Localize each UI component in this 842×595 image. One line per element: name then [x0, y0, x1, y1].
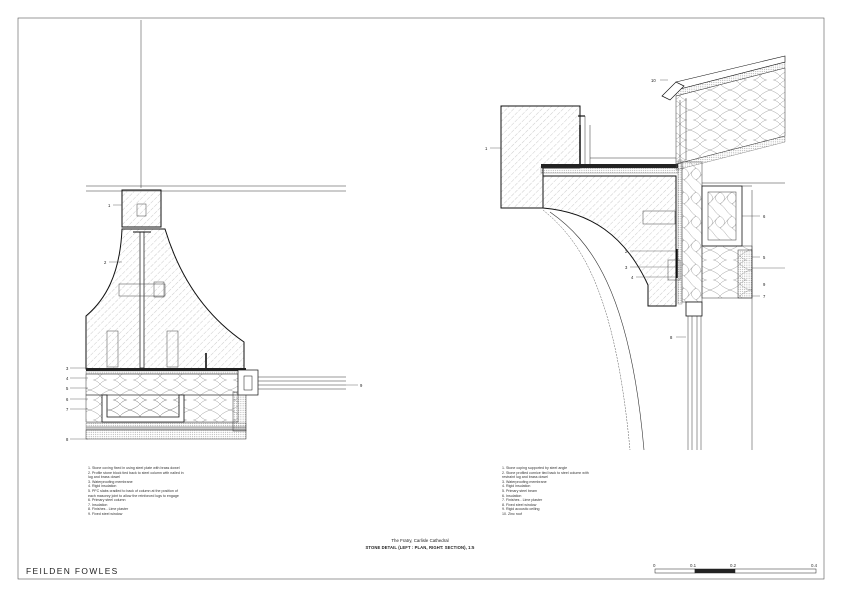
project-title: The Fratry, Carlisle Cathedral	[391, 538, 449, 543]
plan-note: 4. Rigid insulation	[88, 484, 117, 489]
plan-label-6: 6	[66, 397, 69, 402]
section-note: restraint lug and brass dowel	[502, 475, 548, 480]
section-note: 2. Stone profiled cornice tied back to s…	[502, 470, 589, 475]
scale-bar	[654, 568, 817, 574]
plan-label-8: 8	[66, 437, 69, 442]
section-detail	[490, 55, 786, 451]
title-block: The Fratry, Carlisle Cathedral STONE DET…	[300, 537, 540, 551]
plan-note: 2. Profile stone block tied back to stee…	[88, 470, 184, 475]
section-note: 1. Stone coping supported by steel angle	[502, 466, 568, 470]
plan-note: 6. Primary steel column	[88, 498, 126, 503]
scale-label-3: 0.4	[811, 563, 818, 568]
plan-label-1: 1	[108, 203, 111, 208]
section-label-1: 1	[485, 146, 488, 151]
plan-note: 8. Finishes - Lime plaster	[88, 507, 129, 512]
section-note: 10. Zinc roof	[502, 511, 522, 516]
section-note: 8. Fixed steel window	[502, 502, 537, 507]
plan-note: 1. Stone coving fixed in using steel pla…	[88, 466, 180, 470]
section-note: 3. Waterproofing membrane	[502, 479, 547, 484]
callout-labels: 1 2 3 4 5 6 7 8 9 10 1 6 2 3 4 5 9 7 8	[66, 78, 766, 442]
plan-note: each masonry joint to allow the reinforc…	[88, 493, 179, 498]
section-label-8: 8	[670, 335, 673, 340]
plan-note: 3. Waterproofing membrane	[88, 479, 133, 484]
scale-label-1: 0.1	[690, 563, 697, 568]
scale-label-0: 0	[653, 563, 656, 568]
plan-label-4: 4	[66, 376, 69, 381]
section-label-10: 10	[651, 78, 656, 83]
plan-label-7: 7	[66, 407, 69, 412]
section-label-3: 3	[625, 265, 628, 270]
section-label-2: 2	[625, 249, 628, 254]
firm-logo: FEILDEN FOWLES	[26, 566, 119, 576]
sheet-border	[17, 17, 825, 580]
section-label-6: 6	[763, 214, 766, 219]
section-note: 9. Rigid acoustic ceiling	[502, 507, 540, 512]
section-label-5: 5	[763, 255, 766, 260]
plan-note: lug and brass dowel	[88, 475, 120, 480]
scale-label-2: 0.2	[730, 563, 737, 568]
plan-label-3: 3	[66, 366, 69, 371]
section-note: 6. Insulation	[502, 493, 522, 498]
section-note: 5. Primary steel beam	[502, 488, 537, 493]
plan-note: 9. Fixed steel window	[88, 511, 123, 516]
plan-note: 5. PFC slabs cradled to back of column a…	[88, 488, 178, 493]
plan-notes: 1. Stone coving fixed in using steel pla…	[88, 466, 184, 517]
plan-label-5: 5	[66, 386, 69, 391]
section-note: 4. Rigid insulation	[502, 484, 531, 489]
section-notes: 1. Stone coping supported by steel angle…	[502, 466, 589, 517]
plan-detail	[70, 20, 358, 440]
section-label-4: 4	[631, 275, 634, 280]
section-label-9: 9	[763, 282, 766, 287]
section-label-7: 7	[763, 294, 766, 299]
plan-label-2: 2	[104, 260, 107, 265]
section-note: 7. Finishes - Lime plaster	[502, 498, 543, 503]
plan-note: 7. Insulation	[88, 502, 108, 507]
plan-label-9: 9	[360, 383, 363, 388]
drawing-title: STONE DETAIL (LEFT : PLAN, RIGHT: SECTIO…	[365, 545, 475, 550]
